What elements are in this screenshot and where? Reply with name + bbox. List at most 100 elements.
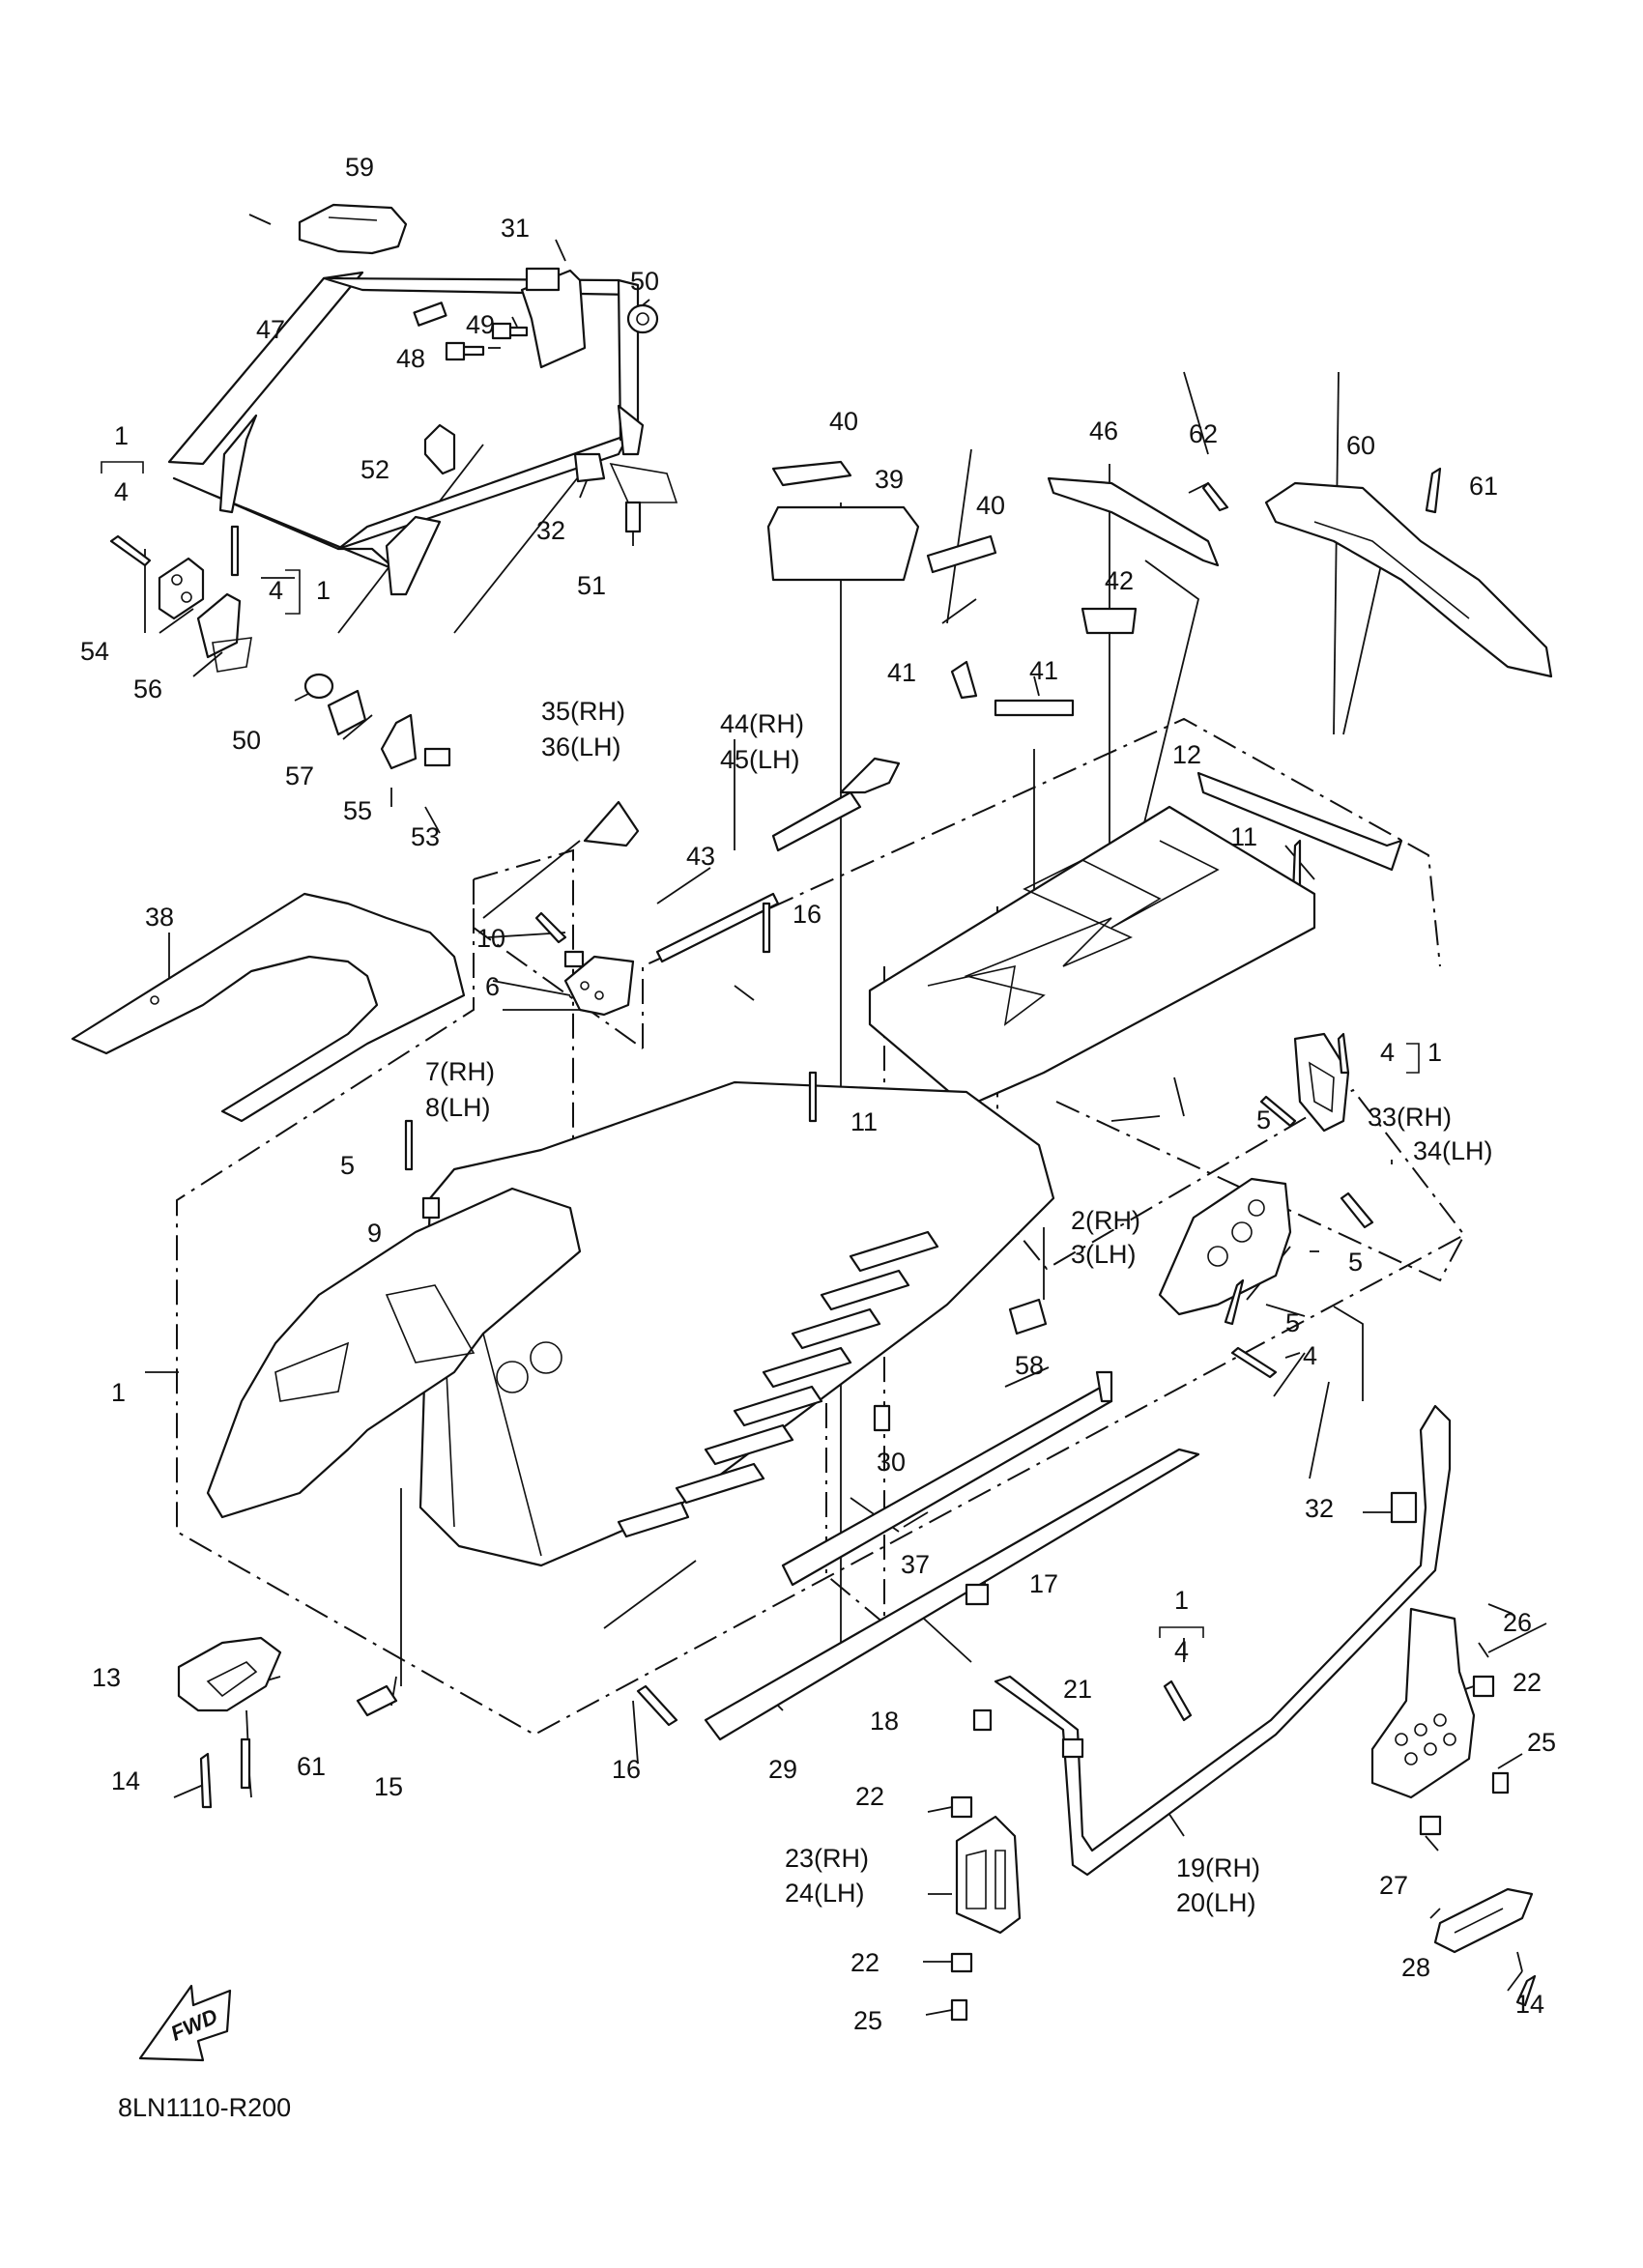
callout-35-rh: 35(RH) xyxy=(541,697,625,726)
callout-48: 48 xyxy=(396,344,425,373)
rail-44 xyxy=(771,790,862,852)
callout-57: 57 xyxy=(285,761,314,790)
rivet-16-lower xyxy=(636,1684,678,1727)
bolt-51 xyxy=(624,501,642,533)
nut-6 xyxy=(563,950,585,968)
rod-43 xyxy=(655,892,780,963)
bolt-53 xyxy=(423,747,451,767)
callout-24-lh: 24(LH) xyxy=(785,1879,865,1908)
bolt-49 xyxy=(491,322,529,340)
callout-54: 54 xyxy=(80,637,109,666)
bulkhead-left xyxy=(206,1187,582,1519)
nut-22-c xyxy=(1472,1675,1495,1698)
callout-21: 21 xyxy=(1063,1675,1092,1704)
rack-clip xyxy=(525,267,561,292)
beam-37 xyxy=(781,1385,1113,1587)
callout-13: 13 xyxy=(92,1663,121,1692)
callout-4: 4 xyxy=(114,477,129,506)
rail-12 xyxy=(1196,771,1403,872)
callout-50: 50 xyxy=(232,726,261,755)
rack-bracket-57 xyxy=(327,689,367,736)
rack-bracket-56 xyxy=(196,592,242,659)
side-plate-33 xyxy=(1293,1032,1350,1133)
step-28 xyxy=(1433,1887,1534,1954)
callout-9: 9 xyxy=(367,1219,382,1248)
callout-labels: 59 31 50 47 49 48 1 4 52 32 51 4 1 54 56… xyxy=(80,153,1556,2035)
callout-25: 25 xyxy=(1527,1728,1556,1757)
callout-8-lh: 8(LH) xyxy=(425,1093,491,1122)
callout-15: 15 xyxy=(374,1772,403,1801)
callout-46: 46 xyxy=(1089,416,1118,445)
tunnel-strip-41-left xyxy=(950,660,978,700)
callout-16: 16 xyxy=(612,1755,641,1784)
rivet-61-upper xyxy=(1425,467,1442,514)
tunnel-label-40-right xyxy=(926,534,997,574)
callout-4: 4 xyxy=(1303,1341,1317,1370)
nut-22-b xyxy=(950,1952,973,1973)
callout-22: 22 xyxy=(1513,1668,1542,1697)
callout-4: 4 xyxy=(269,576,283,605)
step-13 xyxy=(177,1636,282,1712)
callout-11: 11 xyxy=(850,1107,878,1136)
callout-5: 5 xyxy=(1256,1105,1271,1134)
rack-bracket-left xyxy=(158,557,205,620)
rivets xyxy=(109,525,1374,1379)
callout-12: 12 xyxy=(1172,740,1201,769)
tunnel-side xyxy=(418,1080,1055,1567)
callout-29: 29 xyxy=(768,1755,797,1784)
callout-4: 4 xyxy=(1174,1636,1189,1665)
clip-32-lower xyxy=(1390,1491,1418,1524)
rivet-14-b xyxy=(1515,1974,1537,2007)
callout-6: 6 xyxy=(485,972,500,1001)
callout-37: 37 xyxy=(901,1550,930,1579)
callout-32: 32 xyxy=(536,516,565,545)
callout-22: 22 xyxy=(850,1948,879,1977)
bracket-7 xyxy=(563,955,635,1017)
callout-41: 41 xyxy=(1029,656,1058,685)
rivet-10 xyxy=(534,911,567,944)
snow-flap-46 xyxy=(1047,476,1220,567)
callout-38: 38 xyxy=(145,903,174,932)
rivet-4-e xyxy=(1163,1679,1193,1722)
callout-53: 53 xyxy=(411,822,440,851)
callout-1: 1 xyxy=(316,576,331,605)
callout-31: 31 xyxy=(501,214,530,243)
callout-5: 5 xyxy=(1285,1308,1300,1337)
rail-top xyxy=(839,757,901,794)
callout-60: 60 xyxy=(1346,431,1375,460)
callout-7-rh: 7(RH) xyxy=(425,1057,495,1086)
callout-22: 22 xyxy=(855,1782,884,1811)
callout-36-lh: 36(LH) xyxy=(541,732,621,761)
rack-cover xyxy=(298,203,408,255)
tunnel-label-40-left xyxy=(771,460,852,487)
rear-fender-60 xyxy=(1264,481,1553,678)
callout-10: 10 xyxy=(476,924,505,953)
footrest-holes xyxy=(1395,1713,1456,1766)
grommet-lower xyxy=(303,673,334,700)
callout-58: 58 xyxy=(1015,1351,1044,1380)
callout-17: 17 xyxy=(1029,1569,1058,1598)
callout-14: 14 xyxy=(1515,1990,1544,2019)
callout-61: 61 xyxy=(1469,472,1498,501)
callout-4: 4 xyxy=(1380,1038,1395,1067)
rivet-14-a xyxy=(199,1752,213,1809)
bolt-18 xyxy=(972,1708,993,1732)
callout-5: 5 xyxy=(1348,1248,1363,1277)
emblem-58 xyxy=(1008,1298,1048,1335)
callout-52: 52 xyxy=(360,455,389,484)
callout-14: 14 xyxy=(111,1766,140,1795)
plate-15 xyxy=(356,1684,398,1717)
tunnel-louvres xyxy=(617,1230,939,1538)
callout-62: 62 xyxy=(1189,419,1218,448)
bolt-25-a xyxy=(950,1998,968,2022)
diagram-code: 8LN1110-R200 xyxy=(118,2093,291,2122)
callout-28: 28 xyxy=(1401,1953,1430,1982)
callout-41: 41 xyxy=(887,658,916,687)
callout-61: 61 xyxy=(297,1752,326,1781)
callout-40: 40 xyxy=(829,407,858,436)
callout-47: 47 xyxy=(256,315,285,344)
runner-29 xyxy=(704,1448,1200,1741)
callout-26: 26 xyxy=(1503,1608,1532,1637)
rear-rack xyxy=(167,269,645,596)
callout-40: 40 xyxy=(976,491,1005,520)
